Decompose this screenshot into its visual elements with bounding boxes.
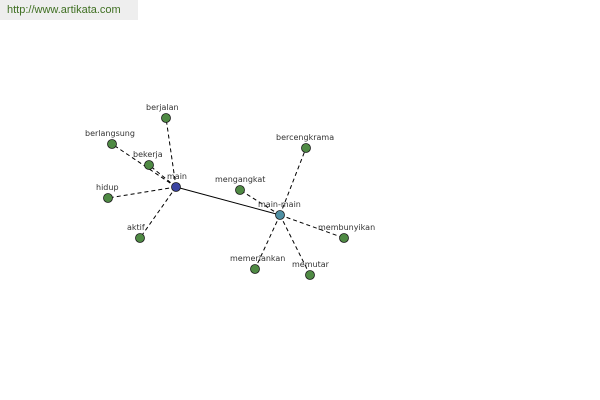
node-label-main-main: main-main — [258, 200, 301, 209]
node-label-aktif: aktif — [127, 223, 145, 232]
node-label-mengangkat: mengangkat — [215, 175, 265, 184]
edge-main-hidup — [107, 186, 177, 199]
node-label-berlangsung: berlangsung — [85, 129, 135, 138]
node-label-berjalan: berjalan — [146, 103, 179, 112]
node-main-main[interactable] — [275, 210, 285, 220]
url-banner: http://www.artikata.com — [0, 0, 138, 20]
graph-nodes — [103, 113, 349, 280]
edge-main-bekerja — [148, 164, 177, 188]
graph-labels: berjalan berlangsung bekerja hidup aktif… — [85, 103, 375, 269]
node-label-bekerja: bekerja — [133, 150, 163, 159]
node-memeriankan[interactable] — [250, 264, 260, 274]
node-membunyikan[interactable] — [339, 233, 349, 243]
node-hidup[interactable] — [103, 193, 113, 203]
edge-mainmain-mengangkat — [239, 189, 281, 216]
node-label-bercengkrama: bercengkrama — [276, 133, 334, 142]
edge-mainmain-memeriankan — [254, 214, 281, 270]
site-url-link[interactable]: http://www.artikata.com — [7, 4, 121, 16]
node-label-memeriankan: memeriankan — [230, 254, 285, 263]
node-berlangsung[interactable] — [107, 139, 117, 149]
node-mengangkat[interactable] — [235, 185, 245, 195]
edge-main-aktif — [139, 186, 177, 239]
node-main[interactable] — [171, 182, 181, 192]
edge-mainmain-bercengkrama — [279, 147, 307, 216]
node-label-memutar: memutar — [292, 260, 330, 269]
graph-edges — [107, 117, 345, 276]
edge-main-berlangsung — [111, 143, 177, 188]
node-label-hidup: hidup — [96, 183, 119, 192]
node-bekerja[interactable] — [144, 160, 154, 170]
node-label-main: main — [167, 172, 187, 181]
node-memutar[interactable] — [305, 270, 315, 280]
node-bercengkrama[interactable] — [301, 143, 311, 153]
node-berjalan[interactable] — [161, 113, 171, 123]
node-aktif[interactable] — [135, 233, 145, 243]
edge-main-main-main — [175, 186, 281, 216]
edge-mainmain-membunyikan — [279, 214, 345, 239]
edge-main-berjalan — [165, 117, 177, 188]
node-label-membunyikan: membunyikan — [318, 223, 375, 232]
